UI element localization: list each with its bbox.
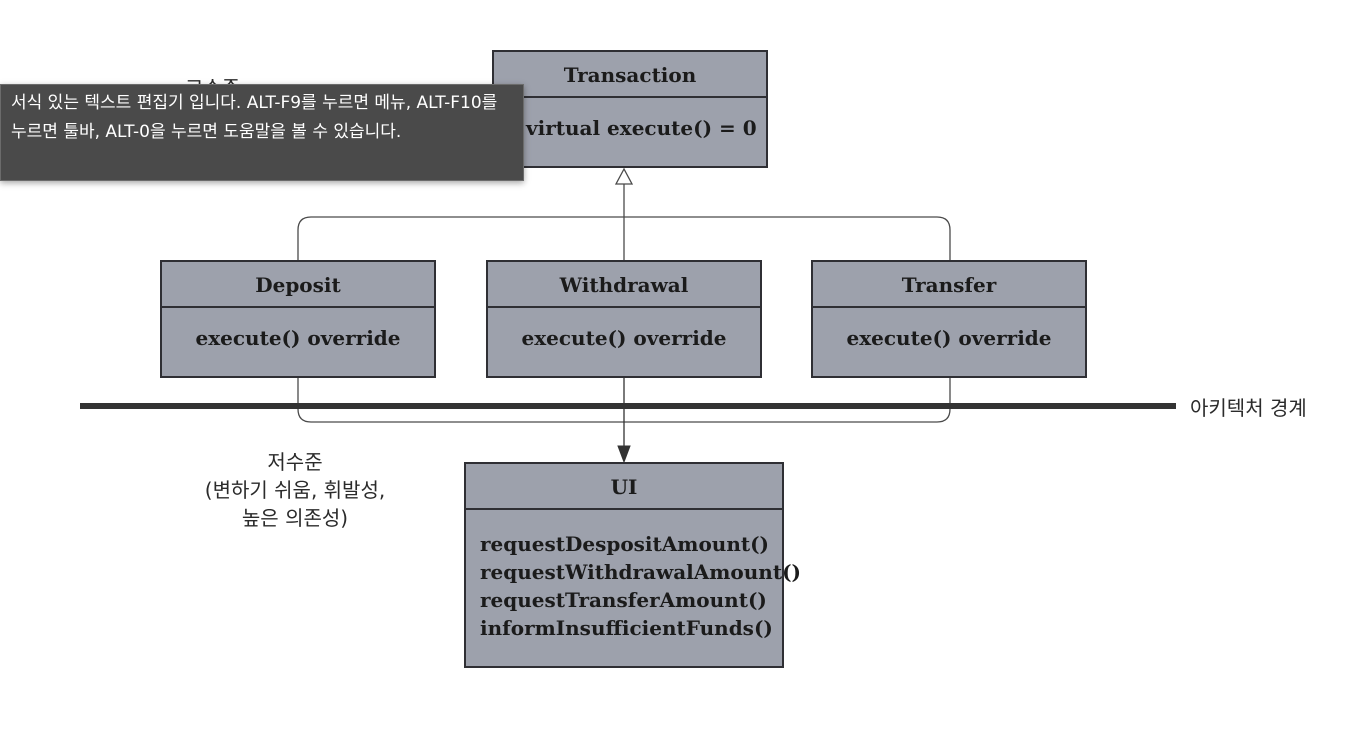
class-ui-method: requestDespositAmount(): [480, 532, 770, 556]
low-level-label-line: 저수준: [267, 450, 323, 474]
class-transfer[interactable]: Transfer execute() override: [811, 260, 1087, 378]
class-ui-name: UI: [466, 464, 782, 510]
class-withdrawal[interactable]: Withdrawal execute() override: [486, 260, 762, 378]
class-transaction-method: virtual execute() = 0: [526, 116, 757, 140]
class-deposit[interactable]: Deposit execute() override: [160, 260, 436, 378]
class-withdrawal-name: Withdrawal: [488, 262, 760, 308]
inheritance-arrowhead: [614, 167, 634, 185]
class-ui-methods: requestDespositAmount() requestWithdrawa…: [466, 510, 802, 642]
class-ui-method: informInsufficientFunds(): [480, 616, 773, 640]
editor-help-tooltip: 서식 있는 텍스트 편집기 입니다. ALT-F9를 누르면 메뉴, ALT-F…: [0, 84, 524, 181]
class-deposit-name: Deposit: [162, 262, 434, 308]
class-deposit-method: execute() override: [195, 326, 401, 350]
usage-arrowhead: [617, 445, 631, 464]
low-level-label-line: 높은 의존성): [241, 506, 349, 530]
low-level-label-line: (변하기 쉬움, 휘발성,: [204, 478, 386, 502]
class-transaction[interactable]: Transaction virtual execute() = 0: [492, 50, 768, 168]
class-withdrawal-method: execute() override: [521, 326, 727, 350]
class-ui-method: requestWithdrawalAmount(): [480, 560, 802, 584]
class-transaction-name: Transaction: [494, 52, 766, 98]
class-transfer-name: Transfer: [813, 262, 1085, 308]
class-ui[interactable]: UI requestDespositAmount() requestWithdr…: [464, 462, 802, 668]
low-level-label: 저수준 (변하기 쉬움, 휘발성, 높은 의존성): [150, 448, 440, 532]
architecture-boundary-label: 아키텍처 경계: [1190, 396, 1307, 420]
class-transfer-method: execute() override: [846, 326, 1052, 350]
class-ui-method: requestTransferAmount(): [480, 588, 767, 612]
